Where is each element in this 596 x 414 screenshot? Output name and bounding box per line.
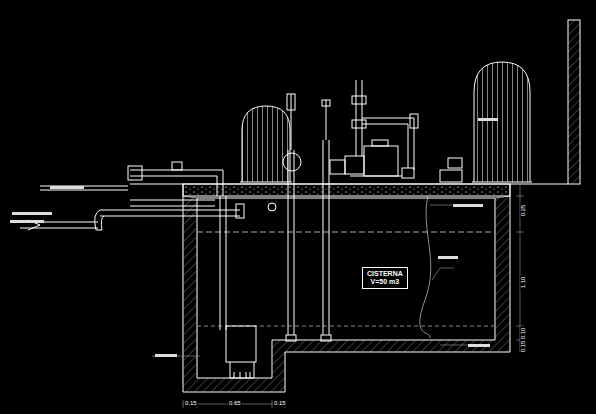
tank-label: V=50 m3 <box>367 278 403 286</box>
dimension-text: 0.10 <box>520 327 527 341</box>
tank-label: CISTERNA <box>367 270 403 278</box>
dimension-text: 0.65 <box>228 400 242 407</box>
dimension-text: 1.10 <box>520 276 527 290</box>
dimension-text: 0.15 <box>184 400 198 407</box>
tank-label-box: CISTERNAV=50 m3 <box>362 267 408 289</box>
dimension-text: 0.15 <box>520 340 527 354</box>
dimension-text: 0.15 <box>273 400 287 407</box>
dimension-text: 0.25 <box>520 204 527 218</box>
